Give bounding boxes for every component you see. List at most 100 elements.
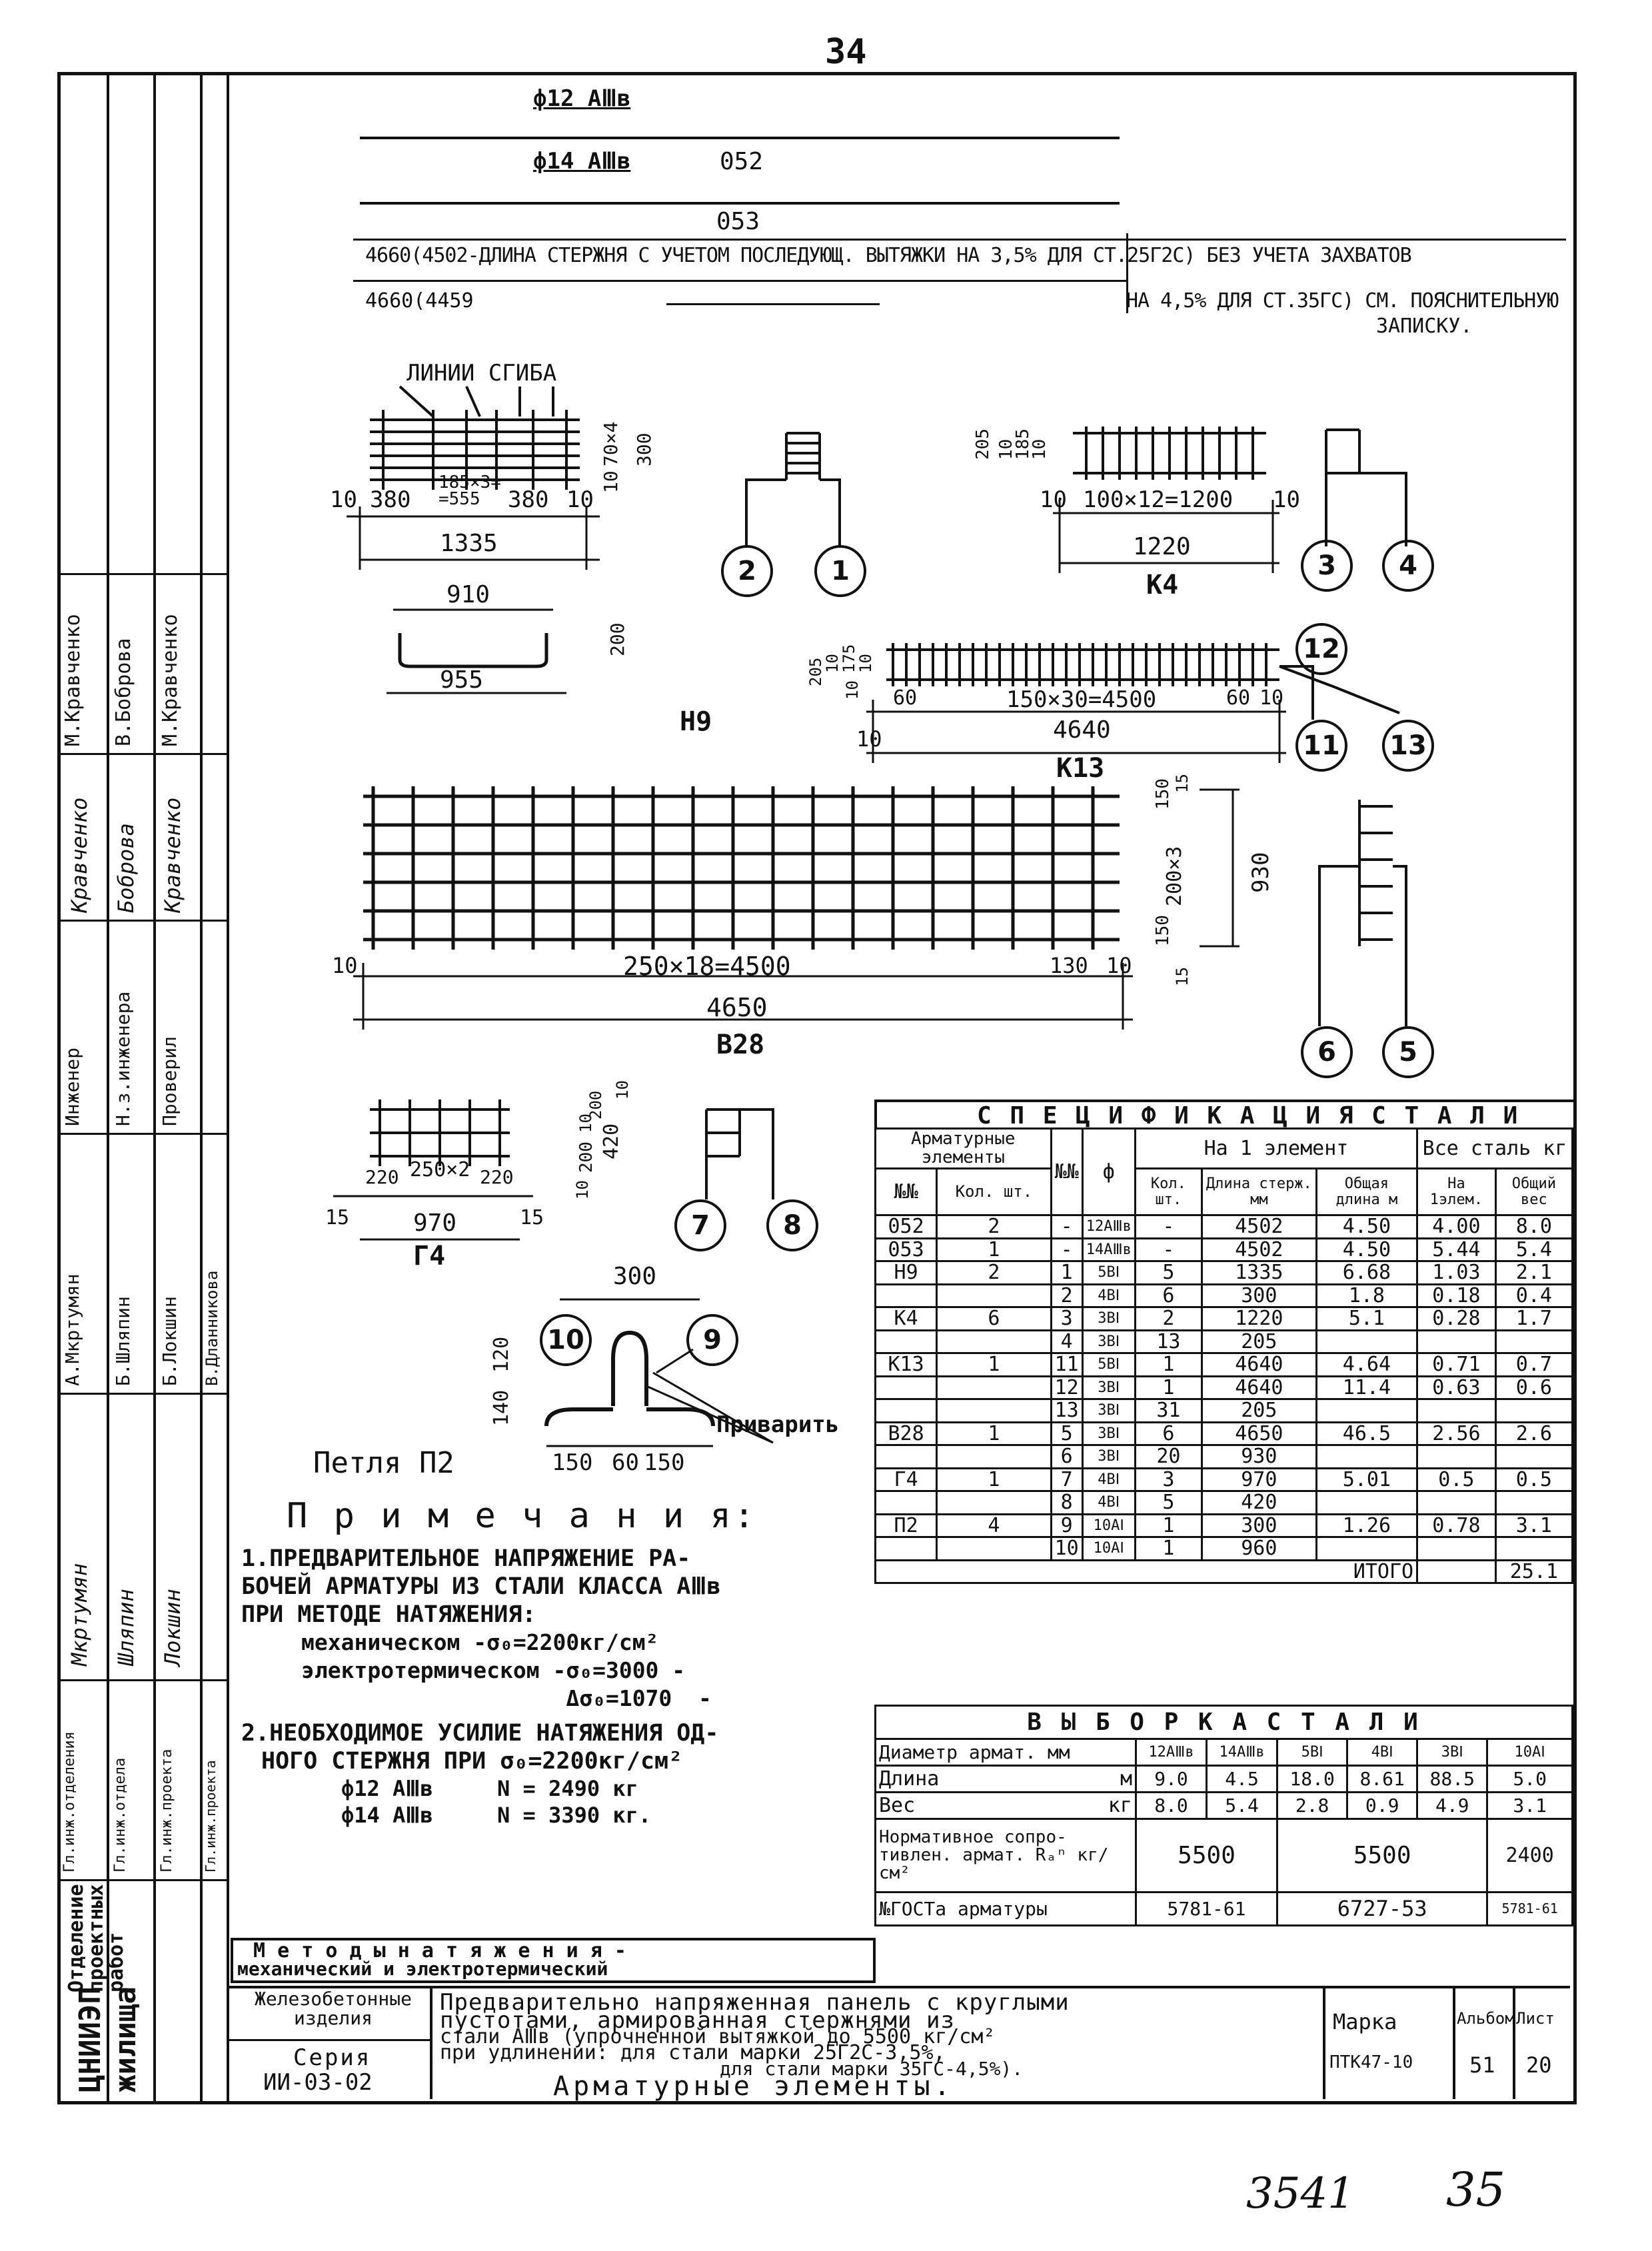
n9-section-bottom: 955 [440, 666, 484, 694]
spec-h-qty: Кол. шт. [936, 1167, 1052, 1216]
spec-cell-len: 205 [1200, 1329, 1317, 1354]
v28-side-dim: 200×3 [1163, 846, 1186, 906]
g4-side-dim: 10 [613, 1080, 632, 1100]
spec-cell-rod: 4 [1050, 1329, 1084, 1354]
spec-cell-w1 [1416, 1444, 1497, 1469]
stamp-column-line [107, 72, 109, 2104]
spec-cell-phi: 14АⅢв [1081, 1237, 1136, 1262]
spec-cell-len: 1335 [1200, 1260, 1317, 1285]
title-divider [1513, 1986, 1515, 2099]
stamp-role2: Н.з.инженера [112, 991, 134, 1126]
spec-cell-tot: 5.01 [1315, 1467, 1419, 1492]
spec-cell-w: 3.1 [1494, 1513, 1574, 1538]
rebar-label-052: 052 [720, 148, 764, 175]
spec-cell-phi: 4ВⅠ [1081, 1490, 1136, 1515]
title-divider [430, 1986, 432, 2099]
k13-side-dim: 10 [823, 654, 842, 673]
stamp-row-line [57, 1393, 227, 1395]
spec-cell-len: 960 [1200, 1536, 1317, 1561]
spec-cell-w: 2.1 [1494, 1260, 1574, 1285]
selection-cell-lengths: 9.0 [1134, 1765, 1208, 1793]
g4-side-dim: 200 [586, 1090, 605, 1120]
spec-h-no: №№ [1050, 1127, 1084, 1216]
spec-total-value: 25.1 [1494, 1559, 1574, 1584]
v28-side-dim: 15 [1173, 967, 1192, 986]
spec-cell-w1: 0.78 [1416, 1513, 1497, 1538]
rebar-label-12: ф12 АⅢв [533, 85, 631, 112]
spec-cell-rod: 6 [1050, 1444, 1084, 1469]
callout-12: 12 [1295, 623, 1347, 675]
product-type: Железобетонные изделия [254, 1988, 412, 2030]
selection-cell-weights: 0.9 [1346, 1791, 1419, 1820]
spec-cell-w1: 0.18 [1416, 1283, 1497, 1308]
spec-h-mark: №№ [874, 1167, 938, 1216]
selection-cell-weights: 5.4 [1206, 1791, 1279, 1820]
stamp-row-line [57, 753, 227, 755]
stamp-name: В.Дланникова [203, 1270, 221, 1386]
spec-h-per-el: На 1элем. [1416, 1167, 1497, 1216]
spec-cell-mark [874, 1283, 938, 1308]
spec-cell-n: 20 [1134, 1444, 1203, 1469]
callout-13: 13 [1382, 720, 1434, 772]
g4-dim: 15 [325, 1206, 350, 1229]
spec-cell-tot [1315, 1490, 1419, 1515]
selection-cell-lengths: 88.5 [1416, 1765, 1489, 1793]
spec-total-label: ИТОГО [874, 1559, 1419, 1584]
spec-cell-tot: 4.50 [1315, 1237, 1419, 1262]
length-note-3: ЗАПИСКУ. [1376, 315, 1473, 338]
spec-cell-rod: 3 [1050, 1306, 1084, 1331]
v28-dim: 10 [1106, 953, 1132, 978]
spec-cell-mark: К4 [874, 1306, 938, 1331]
rebar-label-14: ф14 АⅢв [533, 148, 631, 175]
spec-cell-rod: 5 [1050, 1421, 1084, 1446]
stamp-row-line [57, 1879, 227, 1881]
stamp-role: Гл.инж.отделения [61, 1731, 78, 1873]
title-block [228, 1986, 1570, 2102]
spec-cell-qty: 2 [936, 1260, 1052, 1285]
length-note-2a: 4660(4459 [365, 289, 474, 313]
spec-cell-phi: 4ВⅠ [1081, 1467, 1136, 1492]
stamp-name: А.Мкртумян [61, 1273, 83, 1386]
spec-cell-n: 1 [1134, 1352, 1203, 1377]
spec-cell-w1: 4.00 [1416, 1214, 1497, 1239]
spec-cell-phi: 5ВⅠ [1081, 1260, 1136, 1285]
spec-cell-rod: 9 [1050, 1513, 1084, 1538]
spec-cell-qty [936, 1283, 1052, 1308]
selection-gost-value: 6727-53 [1276, 1891, 1489, 1926]
stamp-role: Гл.инж.проекта [159, 1749, 175, 1873]
spec-cell-w1: 0.71 [1416, 1352, 1497, 1377]
selection-cell-lengths: 8.61 [1346, 1765, 1419, 1793]
v28-dim: 130 [1050, 953, 1088, 978]
p2-side-dim: 140 [490, 1389, 513, 1426]
stamp-signature: Кравченко [160, 797, 185, 913]
spec-cell-n: 2 [1134, 1306, 1203, 1331]
callout-2: 2 [721, 545, 773, 597]
note-line: НОГО СТЕРЖНЯ ПРИ σ₀=2200кг/см² [261, 1748, 683, 1775]
spec-cell-mark [874, 1536, 938, 1561]
k4-dim: 10 [1273, 486, 1300, 513]
stamp-role2: Проверил [159, 1036, 181, 1126]
n9-mark: Н9 [680, 706, 712, 737]
g4-dim: 250×2 [410, 1158, 470, 1181]
note-line: Δσ₀=1070 - [301, 1685, 712, 1711]
note-line: ф14 АⅢв N = 3390 кг. [341, 1803, 652, 1828]
selection-diam-label: Диаметр армат. мм [874, 1738, 1137, 1767]
spec-cell-qty [936, 1398, 1052, 1423]
n9-total: 1335 [440, 530, 498, 557]
k13-dim: 10 [856, 726, 882, 752]
spec-cell-w1 [1416, 1536, 1497, 1561]
stamp-signature: Шляпин [113, 1589, 139, 1666]
spec-cell-len: 4502 [1200, 1237, 1317, 1262]
callout-3: 3 [1301, 540, 1353, 592]
spec-cell-qty [936, 1536, 1052, 1561]
spec-cell-w [1494, 1398, 1574, 1423]
selection-gost-label: №ГОСТа арматуры [874, 1891, 1137, 1926]
title-divider [228, 2039, 430, 2041]
k13-dim: 60 [893, 686, 918, 710]
stamp-signature: Мкртумян [67, 1563, 92, 1666]
n9-side-dim: 300 [633, 432, 655, 466]
